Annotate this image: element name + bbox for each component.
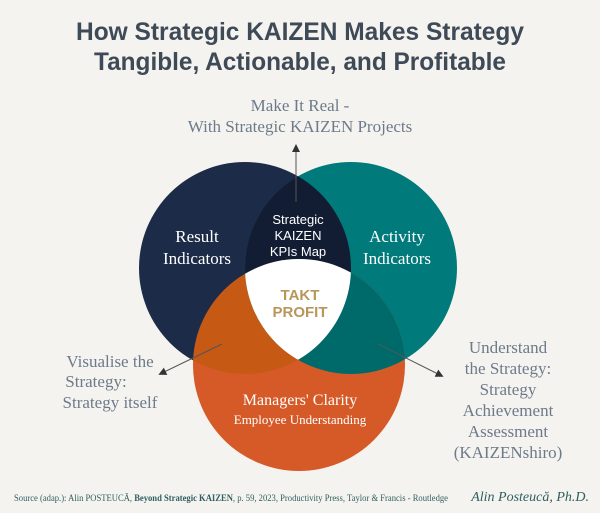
- source-suffix: , p. 59, 2023, Productivity Press, Taylo…: [233, 494, 448, 504]
- arrow-left: [158, 343, 223, 375]
- kpis-label-line-3: KPIs Map: [270, 244, 326, 259]
- left-label-line-2: Strategy:: [65, 372, 126, 391]
- left-label-line-1: Visualise the: [66, 352, 153, 371]
- takt-label: TAKT: [281, 287, 320, 304]
- author-signature: Alin Posteucă, Ph.D.: [470, 490, 589, 505]
- kpis-label-line-1: Strategic: [272, 212, 324, 227]
- kpis-label-line-2: KAIZEN: [275, 228, 322, 243]
- activity-label-line-1: Activity: [369, 227, 425, 246]
- activity-label-line-2: Indicators: [363, 249, 431, 268]
- source-book: Beyond Strategic KAIZEN: [134, 494, 233, 504]
- right-label-line-2: the Strategy:: [465, 359, 551, 378]
- title-line-2: Tangible, Actionable, and Profitable: [94, 48, 506, 76]
- managers-label-line-2: Employee Understanding: [234, 412, 367, 427]
- profit-label: PROFIT: [273, 304, 328, 321]
- right-label-line-6: (KAIZENshiro): [454, 443, 563, 462]
- right-label-line-3: Strategy: [480, 380, 537, 399]
- top-label-line-2: With Strategic KAIZEN Projects: [188, 117, 413, 136]
- arrow-right: [377, 343, 444, 377]
- title-line-1: How Strategic KAIZEN Makes Strategy: [76, 18, 524, 46]
- result-label-line-2: Indicators: [163, 249, 231, 268]
- result-label-line-1: Result: [175, 227, 219, 246]
- source-prefix: Source (adap.): Alin POSTEUCĂ,: [14, 492, 134, 504]
- left-label-line-3: Strategy itself: [63, 393, 158, 412]
- right-label-line-1: Understand: [469, 338, 548, 357]
- right-label-line-5: Assessment: [468, 422, 549, 441]
- top-label-line-1: Make It Real -: [251, 96, 350, 115]
- source-citation: Source (adap.): Alin POSTEUCĂ, Beyond St…: [14, 492, 448, 504]
- managers-label-line-1: Managers' Clarity: [243, 392, 357, 409]
- right-label-line-4: Achievement: [463, 401, 554, 420]
